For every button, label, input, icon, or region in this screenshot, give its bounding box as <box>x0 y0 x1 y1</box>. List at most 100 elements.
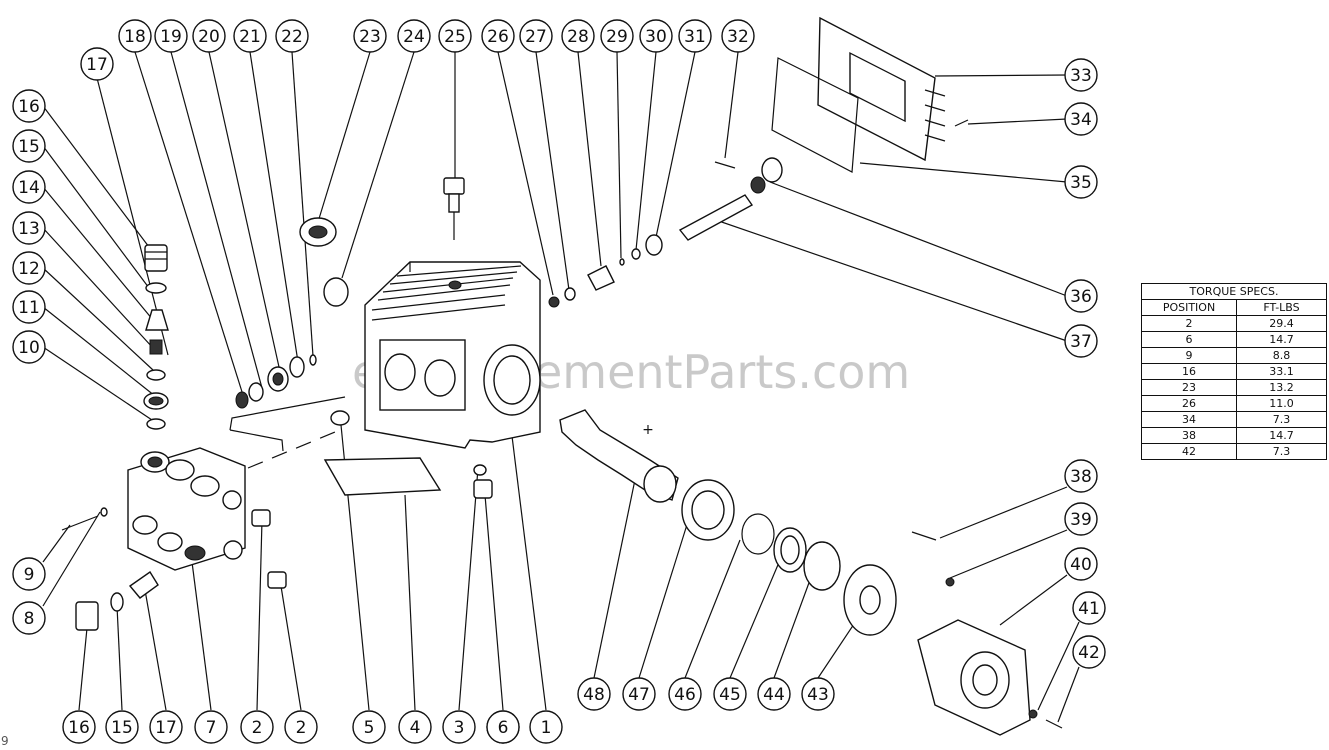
callout-number: 24 <box>403 27 425 47</box>
callout-number: 18 <box>124 27 146 47</box>
callout-circle <box>486 710 520 744</box>
callout-number: 12 <box>18 259 40 279</box>
callout-number: 8 <box>24 609 35 629</box>
svg-text:+: + <box>642 422 654 438</box>
callout-28: 28 <box>561 19 595 53</box>
callout-38: 38 <box>1064 459 1098 493</box>
callout-1: 1 <box>529 710 563 744</box>
callout-26: 26 <box>481 19 515 53</box>
position-cell: 34 <box>1140 411 1238 428</box>
callout-number: 26 <box>487 27 509 47</box>
callout-circle <box>600 19 634 53</box>
callout-circle <box>105 710 139 744</box>
callout-14: 14 <box>12 170 46 204</box>
callout-circle <box>1064 58 1098 92</box>
callout-number: 35 <box>1070 173 1092 193</box>
callout-8: 8 <box>12 601 46 635</box>
callout-number: 23 <box>359 27 381 47</box>
callout-number: 40 <box>1070 555 1092 575</box>
ft-lbs-cell: 7.3 <box>1236 443 1327 460</box>
callout-number: 14 <box>18 178 40 198</box>
ft-lbs-cell: 7.3 <box>1236 411 1327 428</box>
callout-45: 45 <box>713 677 747 711</box>
callout-9: 9 <box>12 557 46 591</box>
callout-circle <box>12 251 46 285</box>
callout-number: 46 <box>674 685 696 705</box>
callout-43: 43 <box>801 677 835 711</box>
callout-35: 35 <box>1064 165 1098 199</box>
callout-circle <box>721 19 755 53</box>
callout-number: 4 <box>410 718 421 738</box>
callout-circle <box>1072 635 1106 669</box>
column-header-ft-lbs: FT-LBS <box>1236 299 1327 316</box>
callout-circle <box>149 710 183 744</box>
callout-22: 22 <box>275 19 309 53</box>
callout-32: 32 <box>721 19 755 53</box>
position-cell: 9 <box>1140 347 1238 364</box>
callout-7: 7 <box>194 710 228 744</box>
callout-30: 30 <box>639 19 673 53</box>
callout-number: 37 <box>1070 332 1092 352</box>
callout-circle <box>12 290 46 324</box>
callout-circle <box>194 710 228 744</box>
callout-34: 34 <box>1064 102 1098 136</box>
callout-number: 13 <box>18 219 40 239</box>
callout-29: 29 <box>600 19 634 53</box>
callout-circle <box>639 19 673 53</box>
callout-number: 33 <box>1070 66 1092 86</box>
table-title-row: TORQUE SPECS. <box>1141 283 1327 300</box>
callout-number: 34 <box>1070 110 1092 130</box>
callout-number: 15 <box>111 718 133 738</box>
callout-circle <box>668 677 702 711</box>
position-cell: 42 <box>1140 443 1238 460</box>
callout-circle <box>352 710 386 744</box>
callout-number: 2 <box>252 718 263 738</box>
callout-number: 31 <box>684 27 706 47</box>
ft-lbs-cell: 13.2 <box>1236 379 1327 396</box>
callout-number: 7 <box>206 718 217 738</box>
callout-24: 24 <box>397 19 431 53</box>
callout-number: 19 <box>160 27 182 47</box>
callout-number: 39 <box>1070 510 1092 530</box>
position-cell: 26 <box>1140 395 1238 412</box>
callout-circle <box>561 19 595 53</box>
position-cell: 2 <box>1140 315 1238 332</box>
callout-circle <box>12 170 46 204</box>
callout-circle <box>275 19 309 53</box>
callout-circle <box>1064 324 1098 358</box>
ft-lbs-cell: 8.8 <box>1236 347 1327 364</box>
callout-3: 3 <box>442 710 476 744</box>
callout-circle <box>1072 591 1106 625</box>
callout-number: 38 <box>1070 467 1092 487</box>
callout-39: 39 <box>1064 502 1098 536</box>
callout-37: 37 <box>1064 324 1098 358</box>
callout-15: 15 <box>105 710 139 744</box>
callout-circle <box>1064 547 1098 581</box>
callout-circle <box>233 19 267 53</box>
callout-36: 36 <box>1064 279 1098 313</box>
callout-17: 17 <box>149 710 183 744</box>
callout-33: 33 <box>1064 58 1098 92</box>
ft-lbs-cell: 14.7 <box>1236 427 1327 444</box>
callout-circle <box>1064 102 1098 136</box>
ft-lbs-cell: 29.4 <box>1236 315 1327 332</box>
callout-number: 11 <box>18 298 40 318</box>
callout-17: 17 <box>80 47 114 81</box>
callout-number: 28 <box>567 27 589 47</box>
callout-circle <box>1064 279 1098 313</box>
callout-15: 15 <box>12 129 46 163</box>
callout-number: 47 <box>628 685 650 705</box>
callout-41: 41 <box>1072 591 1106 625</box>
ft-lbs-cell: 14.7 <box>1236 331 1327 348</box>
callout-circle <box>62 710 96 744</box>
callout-circle <box>284 710 318 744</box>
callout-circle <box>12 211 46 245</box>
position-cell: 38 <box>1140 427 1238 444</box>
callout-31: 31 <box>678 19 712 53</box>
table-header-row: POSITION FT-LBS <box>1140 299 1327 316</box>
callout-2: 2 <box>240 710 274 744</box>
